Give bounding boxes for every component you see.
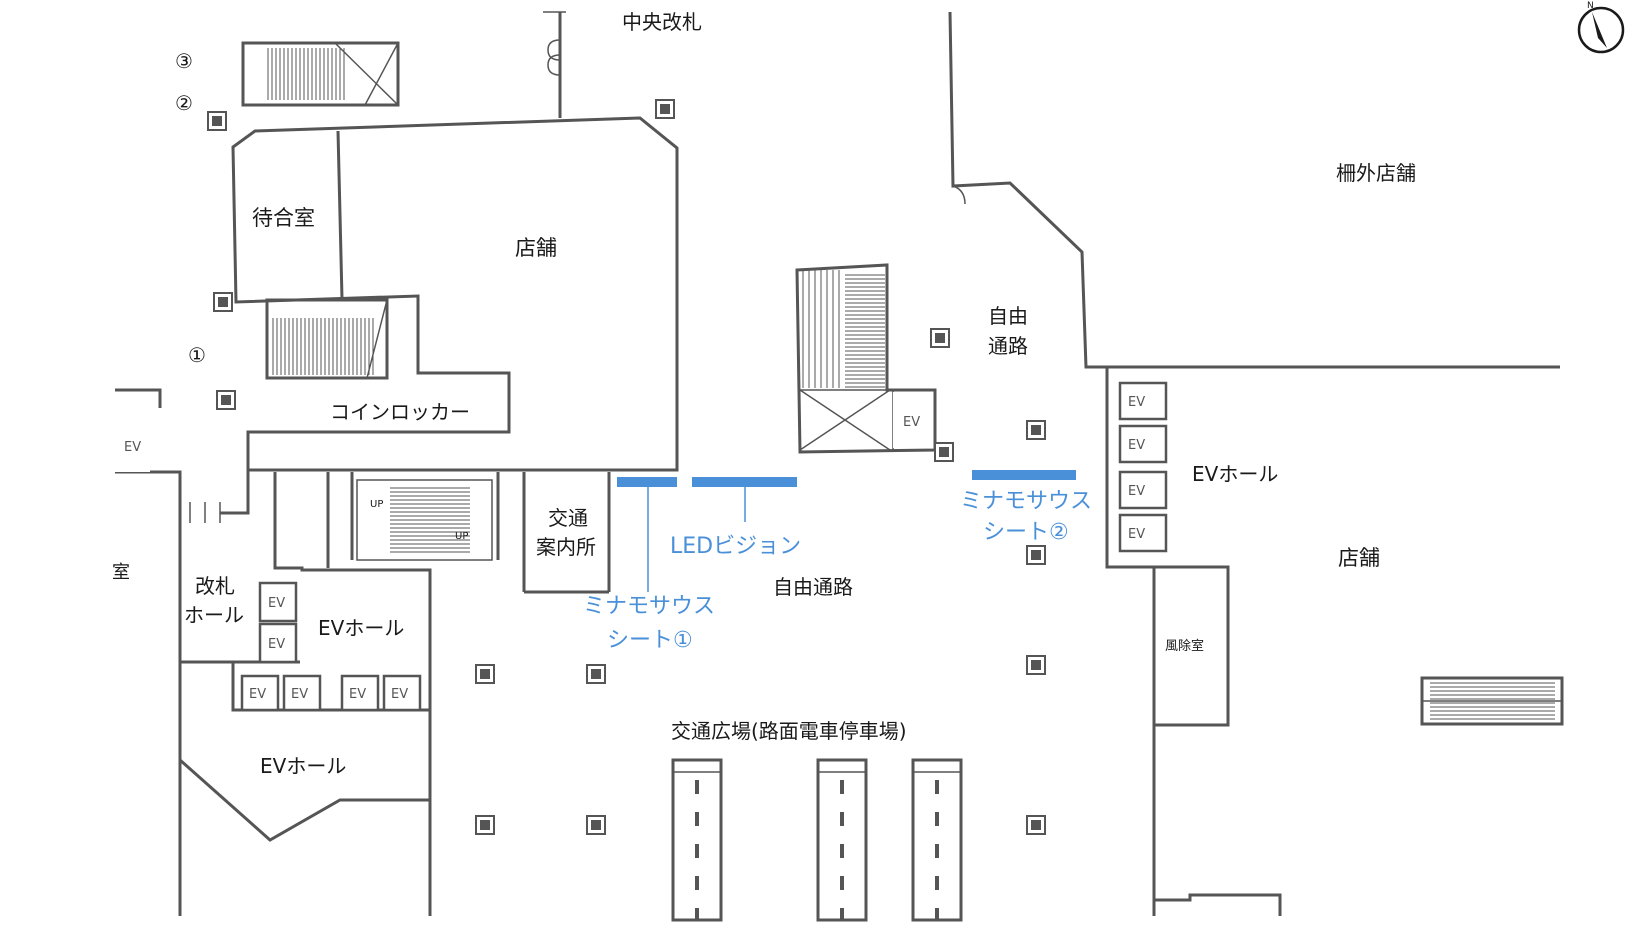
label-central-gate: 中央改札 — [622, 10, 702, 34]
stairs-waiting — [272, 318, 374, 375]
pillar — [475, 815, 495, 835]
ev-label: EV — [1128, 395, 1145, 410]
ev-label: EV — [903, 415, 920, 430]
label-free-passage-upper-1: 自由 — [988, 304, 1028, 328]
pillar — [655, 99, 675, 119]
label-shop-right: 店舗 — [1338, 546, 1380, 570]
ev-labels: EV EV EV EV EV EV EV EV EV EV EV EV — [124, 395, 1145, 702]
pillar — [930, 328, 950, 348]
label-free-passage-lower: 自由通路 — [773, 575, 853, 599]
ev-label: EV — [1128, 527, 1145, 542]
map-labels: 中央改札 ③ ② ① 待合室 店舗 コインロッカー 自由 通路 柵外店舗 EVホ… — [112, 10, 1416, 778]
ev-box-right-4 — [1118, 513, 1168, 553]
label-waiting-room: 待合室 — [252, 206, 315, 230]
ev-label: EV — [268, 637, 285, 652]
ev-label: EV — [391, 687, 408, 702]
ev-boxes — [112, 381, 1168, 712]
ev-box-right-3 — [1118, 470, 1168, 510]
north-arrow-icon: N — [1577, 1, 1625, 54]
label-windbreak-room: 風除室 — [1165, 638, 1204, 654]
marker-1: ① — [188, 343, 206, 367]
label-up-1: UP — [370, 499, 383, 510]
led-vision-bar — [692, 477, 797, 487]
stair-hatching — [267, 48, 1555, 720]
ad-spot-labels[interactable]: ミナモサウス シート① LEDビジョン ミナモサウス シート② — [583, 489, 1092, 653]
seat1-label-line1[interactable]: ミナモサウス — [583, 594, 715, 619]
ev-box-bottom-3 — [340, 674, 380, 712]
pillar — [934, 442, 954, 462]
pillars — [207, 99, 1046, 835]
ev-box-bottom-4 — [382, 674, 422, 712]
pillar — [1026, 420, 1046, 440]
pillar — [216, 390, 236, 410]
pillar — [1026, 815, 1046, 835]
label-traffic-info-2: 案内所 — [536, 535, 596, 559]
label-ticket-hall-2: ホール — [184, 603, 244, 627]
stairs-bottom-right — [1430, 682, 1555, 720]
label-ticket-hall-1: 改札 — [195, 574, 235, 598]
ev-label: EV — [268, 596, 285, 611]
stairs-center — [390, 487, 470, 553]
led-vision-label[interactable]: LEDビジョン — [670, 534, 801, 559]
ev-box-left — [112, 420, 150, 472]
stairs-top-left — [267, 48, 345, 100]
ev-box-mid-2 — [258, 622, 298, 664]
ev-box-right-1 — [1118, 381, 1168, 421]
pillar — [1026, 545, 1046, 565]
label-traffic-info-1: 交通 — [548, 506, 588, 530]
ev-label: EV — [249, 687, 266, 702]
stairs-middle — [802, 270, 885, 388]
ev-box-middle-block — [893, 392, 933, 448]
label-shop-top: 店舗 — [515, 236, 557, 260]
pillar — [207, 111, 227, 131]
label-transit-plaza: 交通広場(路面電車停車場) — [671, 719, 907, 743]
ad-spot-bars — [617, 470, 1076, 592]
compass-label: N — [1587, 1, 1594, 11]
pillar — [213, 292, 233, 312]
ev-box-mid-1 — [258, 581, 298, 623]
pillar — [586, 664, 606, 684]
marker-2: ② — [175, 91, 193, 115]
ev-label: EV — [349, 687, 366, 702]
ev-label: EV — [1128, 484, 1145, 499]
pillar — [586, 815, 606, 835]
label-partial-room: 室 — [112, 562, 130, 583]
ev-box-right-2 — [1118, 424, 1168, 464]
pillar — [475, 664, 495, 684]
pillar — [1026, 655, 1046, 675]
ev-label: EV — [1128, 438, 1145, 453]
ev-box-bottom-1 — [240, 674, 280, 712]
seat2-bar — [972, 470, 1076, 480]
marker-3: ③ — [175, 49, 193, 73]
label-free-passage-upper-2: 通路 — [988, 334, 1028, 358]
ev-label: EV — [291, 687, 308, 702]
ev-box-bottom-2 — [282, 674, 322, 712]
building-walls — [115, 11, 1564, 922]
tram-lane-markings — [695, 780, 939, 920]
seat1-label-line2[interactable]: シート① — [607, 628, 693, 653]
seat2-label-line1[interactable]: ミナモサウス — [960, 489, 1092, 514]
label-ev-hall-mid: EVホール — [318, 616, 404, 640]
seat1-bar — [617, 477, 677, 487]
label-coin-locker: コインロッカー — [330, 400, 470, 424]
label-outside-shop: 柵外店舗 — [1336, 161, 1416, 185]
label-up-2: UP — [455, 531, 468, 542]
label-ev-hall-right: EVホール — [1192, 462, 1278, 486]
ev-label: EV — [124, 440, 141, 455]
label-ev-hall-bottom: EVホール — [260, 754, 346, 778]
seat2-label-line2[interactable]: シート② — [983, 520, 1069, 545]
